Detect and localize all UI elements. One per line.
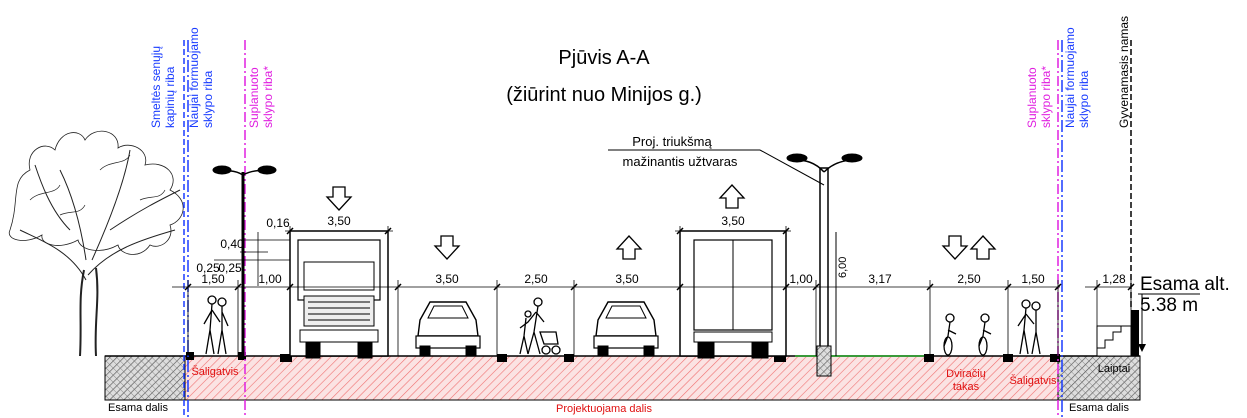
dim-offset-b: 0,25	[218, 261, 242, 275]
existing-alt-label: Esama alt.	[1140, 274, 1230, 295]
new-plot-right-label-2: sklypo riba	[1077, 70, 1091, 128]
cemetery-boundary-label-1: Smeltės senųjų	[149, 46, 163, 128]
zone-existing-right: Esama dalis	[1069, 402, 1129, 414]
dim-strip-right: 1,00	[789, 272, 813, 286]
zone-bike-path-2: takas	[953, 381, 980, 393]
projected-ground	[184, 355, 1061, 401]
arrow-up-icon	[718, 184, 746, 209]
dim-strip-left: 1,00	[258, 272, 282, 286]
zone-projected: Projektuojama dalis	[556, 403, 652, 415]
dim-green-right: 3,17	[868, 272, 892, 286]
new-plot-left-label-2: sklypo riba	[201, 70, 215, 128]
planned-plot-right-label-1: Suplanuoto	[1025, 67, 1039, 128]
existing-altitude-callout: Esama alt. 5.38 m	[1138, 274, 1230, 352]
car-icon	[415, 301, 481, 357]
zone-existing-left: Esama dalis	[108, 402, 168, 414]
curb	[280, 354, 292, 362]
arrow-down-icon	[433, 235, 461, 260]
curb	[774, 354, 786, 362]
pedestrian-with-stroller-icon	[519, 297, 561, 355]
dim-lane2: 3,50	[435, 272, 459, 286]
barrier-label-1: Proj. triukšmą	[632, 134, 712, 149]
existing-alt-value: 5.38 m	[1140, 295, 1198, 316]
zone-sidewalk-left: Šaligatvis	[191, 365, 239, 378]
existing-ground-left	[104, 355, 194, 401]
barrier-height-label: 6,00	[837, 257, 849, 278]
dim-h-016: 0,16	[266, 216, 290, 230]
barrier-label-2: mažinantis užtvaras	[623, 154, 738, 169]
dim-median: 2,50	[524, 272, 548, 286]
dim-lane4: 3,50	[721, 214, 745, 228]
arrow-up-icon	[969, 235, 997, 260]
street-lamp-icon	[212, 165, 277, 356]
cemetery-boundary-label-2: kapinių riba	[163, 66, 177, 128]
cyclist-icon	[943, 313, 992, 356]
dimension-lines	[172, 226, 1135, 356]
residential-house-label: Gyvenamasis namas	[1117, 16, 1131, 128]
stairs	[1096, 325, 1132, 357]
zone-stairs: Laiptai	[1098, 363, 1130, 375]
zone-sidewalk-right: Šaligatvis	[1009, 374, 1057, 387]
planned-plot-left-label-1: Suplanuoto	[247, 67, 261, 128]
new-plot-left-label-1: Naujai formuojamo	[187, 27, 201, 128]
dim-sidewalk-left: 1,50	[201, 272, 225, 286]
dim-offset-a: 0,25	[196, 261, 220, 275]
curb	[186, 352, 194, 360]
ground-section	[104, 310, 1141, 401]
arrow-down-icon	[325, 186, 353, 211]
dim-h-040: 0,40	[220, 237, 244, 251]
arrow-up-icon	[615, 235, 643, 260]
pedestrian-icon	[1017, 299, 1041, 355]
curb	[564, 354, 574, 362]
planned-plot-right-label-2: sklypo riba*	[1039, 66, 1053, 128]
pedestrian-icon	[203, 295, 229, 355]
planned-plot-left-label-2: sklypo riba*	[261, 66, 275, 128]
curb	[924, 354, 934, 362]
section-subtitle: (žiūrint nuo Minijos g.)	[506, 84, 702, 106]
curb	[497, 354, 507, 362]
dim-sidewalk-right: 1,50	[1021, 272, 1045, 286]
truck-front-icon	[289, 230, 389, 359]
car-icon	[593, 301, 659, 357]
new-plot-right-label-1: Naujai formuojamo	[1063, 27, 1077, 128]
curb	[1050, 354, 1060, 362]
arrow-down-icon	[941, 235, 969, 260]
section-title: Pjūvis A-A	[558, 47, 650, 69]
dim-bike-path: 2,50	[957, 272, 981, 286]
tree-icon	[8, 130, 184, 357]
truck-rear-icon	[679, 230, 787, 359]
dim-lane3: 3,50	[615, 272, 639, 286]
curb	[1003, 354, 1013, 362]
dim-lane1: 3,50	[327, 214, 351, 228]
noise-barrier-callout: Proj. triukšmą mažinantis užtvaras	[608, 134, 825, 186]
dim-stairs: 1,28	[1102, 272, 1126, 286]
street-lamp-icon	[786, 153, 863, 377]
zone-bike-path-1: Dviračių	[946, 368, 986, 380]
